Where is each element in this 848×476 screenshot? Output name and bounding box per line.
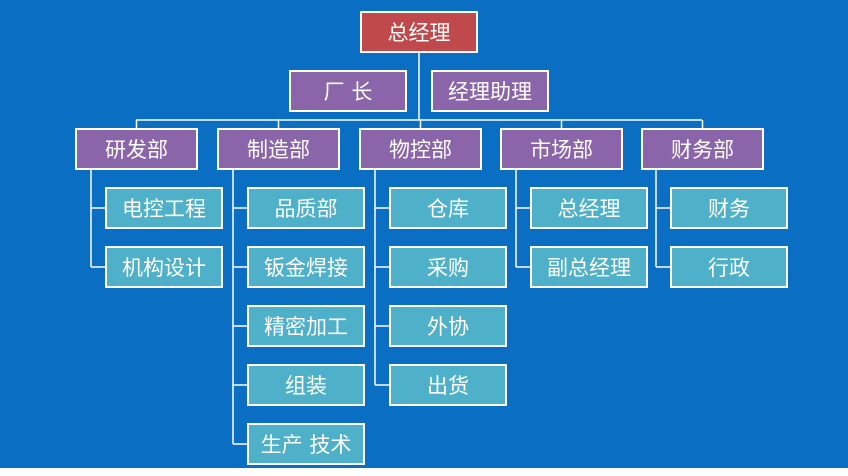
unit-mechanism-design-box: 机构设计 <box>105 246 223 288</box>
dept-finance-label: 财务部 <box>671 138 734 162</box>
unit-label: 财务 <box>708 197 750 221</box>
dept-manufacturing-box: 制造部 <box>217 128 340 170</box>
unit-quality-box: 品质部 <box>247 187 365 229</box>
unit-label: 外协 <box>427 315 469 339</box>
dept-material-control-label: 物控部 <box>389 138 452 162</box>
unit-sheet-metal-welding-box: 钣金焊接 <box>247 246 365 288</box>
factory-director-label: 厂 长 <box>323 80 373 104</box>
unit-label: 组装 <box>285 374 327 398</box>
unit-label: 钣金焊接 <box>264 256 348 280</box>
dept-finance-box: 财务部 <box>641 128 764 170</box>
unit-administration-box: 行政 <box>670 246 788 288</box>
dept-marketing-label: 市场部 <box>530 138 593 162</box>
unit-market-gm-box: 总经理 <box>530 187 648 229</box>
dept-material-control-box: 物控部 <box>359 128 482 170</box>
dept-rd-box: 研发部 <box>75 128 198 170</box>
unit-label: 行政 <box>708 256 750 280</box>
unit-label: 品质部 <box>274 197 338 221</box>
unit-label: 总经理 <box>557 197 621 221</box>
dept-rd-label: 研发部 <box>105 138 168 162</box>
gm-assistant-label: 经理助理 <box>448 80 532 104</box>
unit-label: 副总经理 <box>547 256 631 280</box>
unit-shipping-box: 出货 <box>389 364 507 406</box>
unit-label: 精密加工 <box>264 315 348 339</box>
unit-warehouse-box: 仓库 <box>389 187 507 229</box>
unit-label: 生产 技术 <box>260 433 352 457</box>
bottom-border <box>0 468 848 476</box>
unit-label: 出货 <box>427 374 469 398</box>
unit-precision-machining-box: 精密加工 <box>247 305 365 347</box>
unit-deputy-gm-box: 副总经理 <box>530 246 648 288</box>
gm-assistant-box: 经理助理 <box>431 70 549 112</box>
unit-label: 机构设计 <box>122 256 206 280</box>
dept-marketing-box: 市场部 <box>500 128 623 170</box>
factory-director-box: 厂 长 <box>289 70 407 112</box>
unit-outsourcing-box: 外协 <box>389 305 507 347</box>
unit-purchasing-box: 采购 <box>389 246 507 288</box>
unit-production-tech-box: 生产 技术 <box>247 423 365 465</box>
unit-label: 仓库 <box>427 197 469 221</box>
unit-finance-box: 财务 <box>670 187 788 229</box>
general-manager-label: 总经理 <box>387 21 451 45</box>
unit-assembly-box: 组装 <box>247 364 365 406</box>
unit-label: 采购 <box>427 256 469 280</box>
unit-electrical-control-box: 电控工程 <box>105 187 223 229</box>
unit-label: 电控工程 <box>122 197 206 221</box>
general-manager-box: 总经理 <box>360 11 478 53</box>
dept-manufacturing-label: 制造部 <box>247 138 310 162</box>
